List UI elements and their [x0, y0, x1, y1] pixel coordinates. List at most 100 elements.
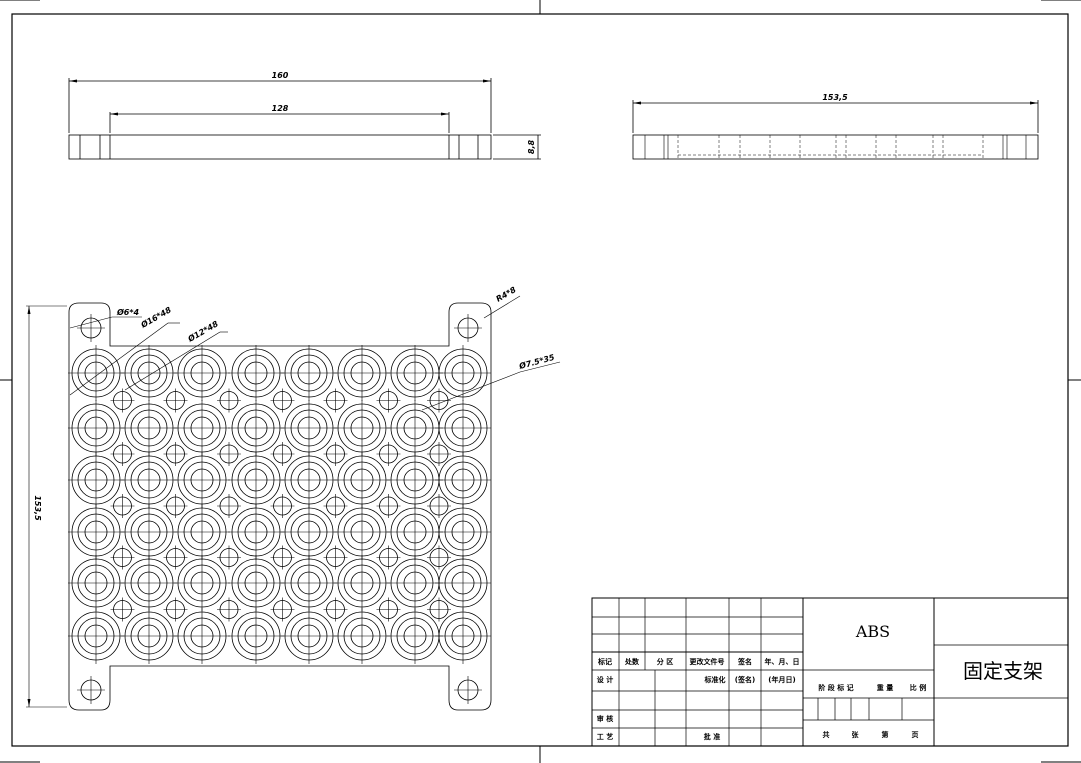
small-hole [376, 388, 401, 413]
dim-overall-length: 160 [272, 71, 289, 80]
callout-corner-hole: Ø6*4 [116, 307, 140, 317]
large-bore-hole [387, 452, 443, 508]
page-no-label: 第 [882, 730, 889, 739]
small-hole [427, 442, 451, 466]
large-bore-hole [174, 452, 230, 508]
large-bore-hole [334, 608, 390, 664]
large-bore-hole [174, 555, 230, 611]
large-bore-hole [435, 452, 491, 508]
callout-small-hole: Ø7.5*35 [517, 352, 556, 371]
small-hole [110, 545, 135, 570]
small-hole [323, 545, 348, 570]
large-bore-hole [121, 504, 177, 560]
header-mark: 标记 [597, 657, 612, 666]
large-bore-hole [334, 345, 390, 401]
large-bore-hole [334, 555, 390, 611]
small-hole [376, 494, 401, 518]
small-hole [110, 388, 135, 413]
small-hole [110, 494, 135, 518]
large-bore-hole [174, 400, 230, 456]
large-bore-hole [435, 555, 491, 611]
large-bore-hole [174, 608, 230, 664]
role-design: 设 计 [597, 675, 613, 684]
small-hole [270, 494, 295, 518]
small-hole [323, 597, 348, 622]
small-hole [270, 442, 295, 466]
small-hole [427, 545, 451, 570]
plan-view [26, 295, 561, 711]
corner-mount-hole [77, 314, 105, 342]
small-hole [163, 597, 188, 622]
role-process: 工 艺 [597, 732, 613, 741]
large-bore-hole [68, 608, 124, 664]
small-hole [270, 597, 295, 622]
large-bore-hole [228, 452, 284, 508]
role-approve: 批 准 [704, 732, 720, 741]
dim-thickness: 8,8 [527, 139, 536, 154]
small-hole [217, 494, 241, 518]
small-hole [270, 545, 295, 570]
large-bore-hole [68, 452, 124, 508]
large-bore-hole [281, 345, 337, 401]
large-bore-hole [121, 345, 177, 401]
large-bore-hole [281, 608, 337, 664]
callout-corner-radius: R4*8 [495, 285, 518, 304]
small-hole [427, 494, 451, 518]
large-bore-hole [334, 400, 390, 456]
large-bore-hole [68, 555, 124, 611]
date-placeholder: (年月日) [768, 675, 795, 684]
header-signature: 签名 [737, 657, 752, 666]
material-label: ABS [855, 622, 890, 641]
small-hole [323, 388, 348, 413]
small-hole [376, 597, 401, 622]
sign-placeholder: (签名) [735, 675, 755, 684]
side-view [632, 100, 1039, 160]
large-bore-hole [435, 345, 491, 401]
scale-label: 比 例 [910, 683, 926, 692]
small-hole [323, 442, 348, 466]
role-standardization: 标准化 [704, 675, 726, 684]
small-hole [217, 442, 241, 466]
sheets-unit-label: 张 [852, 730, 860, 739]
large-bore-hole [387, 608, 443, 664]
large-bore-hole [68, 345, 124, 401]
sheets-total-label: 共 [823, 730, 830, 739]
page-unit-label: 页 [912, 731, 919, 739]
header-count: 处数 [624, 657, 640, 666]
large-bore-hole [281, 452, 337, 508]
stage-mark-label: 阶 段 标 记 [818, 683, 853, 692]
corner-mount-hole [454, 314, 482, 342]
large-bore-hole [228, 345, 284, 401]
weight-label: 重 量 [877, 683, 893, 692]
dim-inner-length: 128 [272, 104, 289, 113]
small-hole [163, 388, 188, 413]
large-bore-hole [334, 452, 390, 508]
part-name: 固定支架 [963, 659, 1043, 683]
small-hole [427, 388, 451, 413]
small-hole [217, 545, 241, 570]
corner-mount-hole [454, 676, 482, 704]
callout-mid-bore: Ø12*48 [185, 318, 220, 344]
title-block [591, 597, 1069, 747]
large-bore-hole [435, 504, 491, 560]
corner-mount-hole [77, 676, 105, 704]
large-bore-hole [228, 555, 284, 611]
large-bore-hole [68, 400, 124, 456]
dim-plate-height: 153,5 [33, 495, 42, 521]
small-hole [163, 442, 188, 466]
role-review: 审 核 [597, 714, 613, 723]
dim-side-length: 153,5 [822, 93, 848, 102]
small-hole [376, 442, 401, 466]
small-hole [217, 597, 241, 622]
small-hole [270, 388, 295, 413]
large-bore-hole [281, 400, 337, 456]
small-hole [163, 545, 188, 570]
large-bore-hole [281, 555, 337, 611]
header-date: 年、月、日 [765, 657, 800, 666]
small-hole [163, 494, 188, 518]
header-zone: 分 区 [657, 657, 673, 666]
small-hole [427, 597, 451, 622]
top-view [68, 78, 541, 160]
